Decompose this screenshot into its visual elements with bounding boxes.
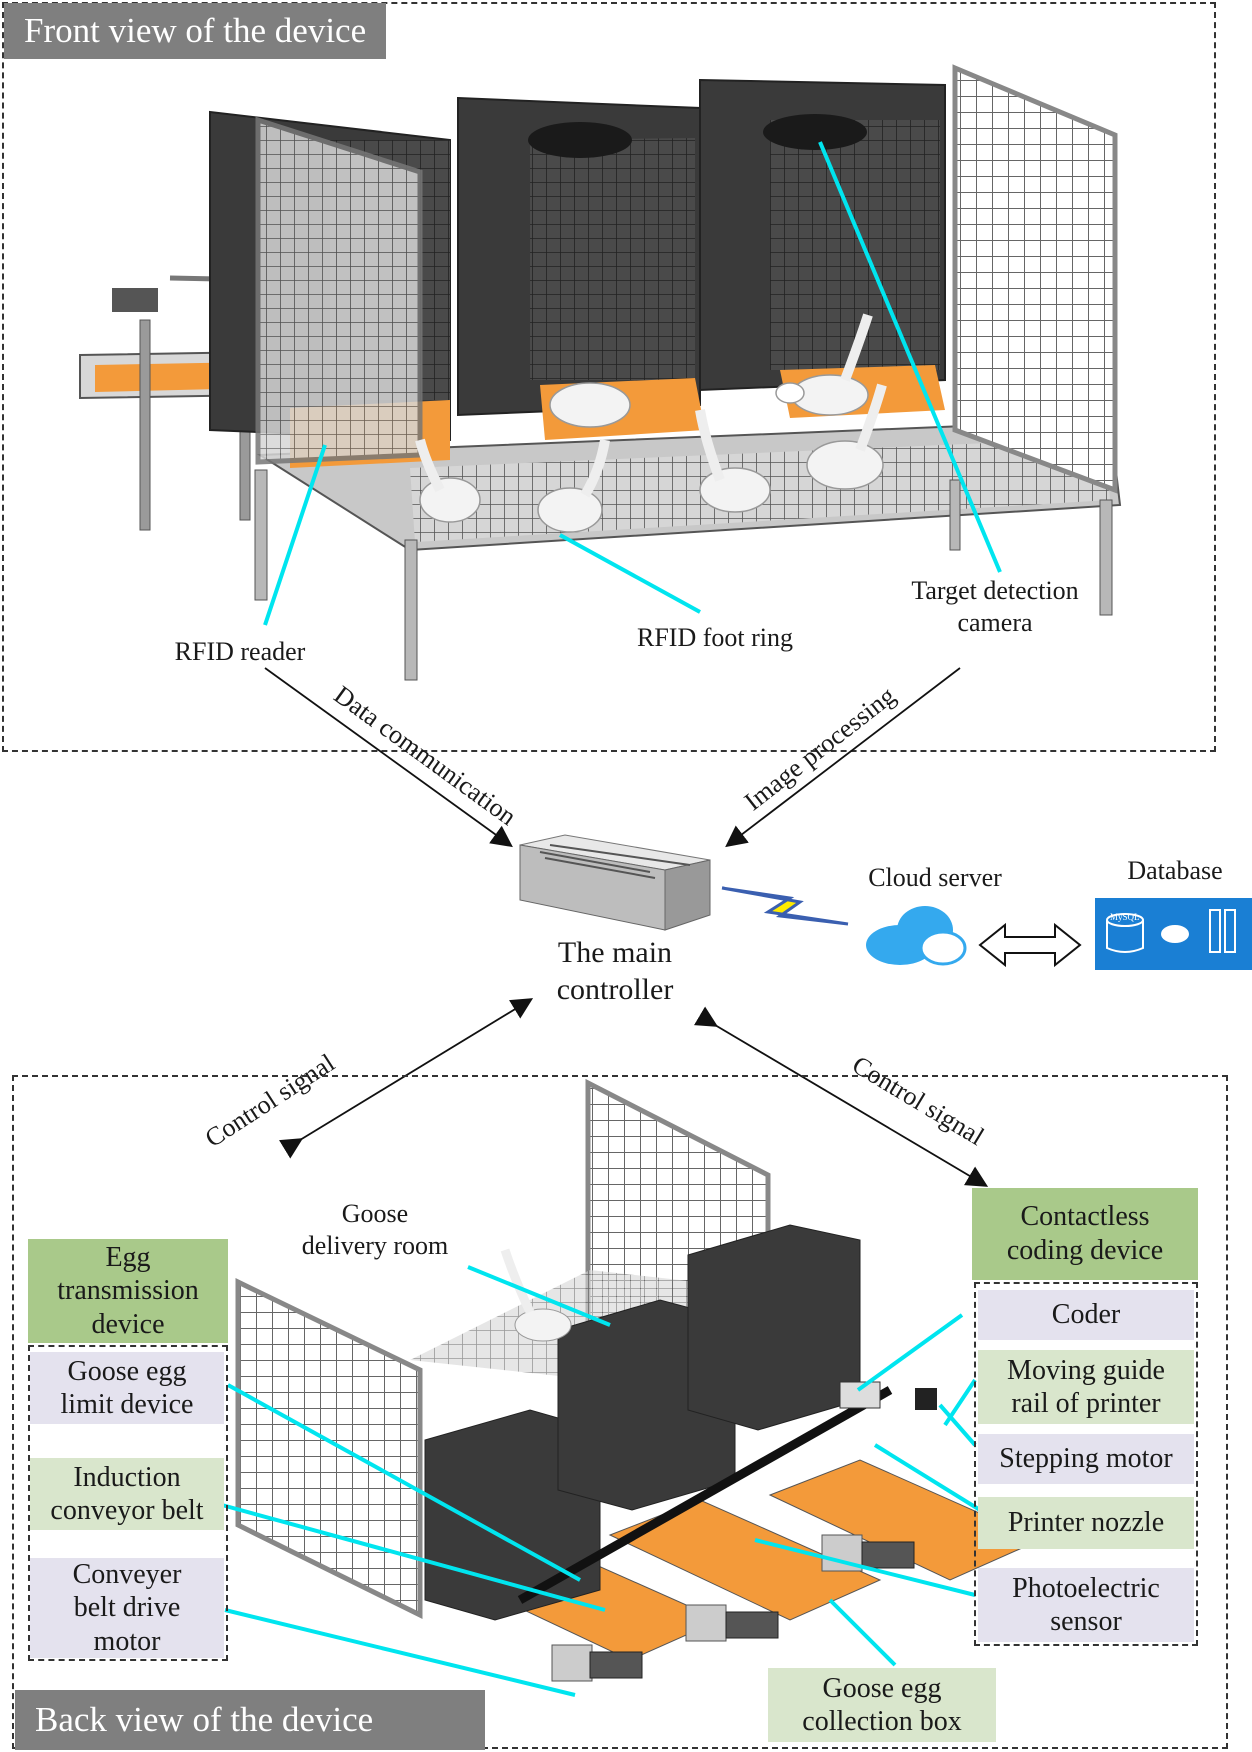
front-view-illustration [79,64,1122,681]
back-leader-lines [221,1265,982,1697]
egg-transmission-line2: transmission [57,1275,199,1307]
back-view-frame [12,1075,1228,1749]
rfid-reader-label: RFID reader [174,637,306,666]
goose-egg-collection-box-label: Goose egg collection box [768,1668,996,1742]
camera-label-line2: camera [957,607,1033,637]
photoelectric-sensor-box: Photoelectric sensor [978,1568,1194,1642]
induction-belt-line1: Induction [73,1461,181,1493]
collection-box-line2: collection box [802,1706,962,1737]
egg-transmission-line1: Egg [105,1241,151,1273]
egg-transmission-list-frame [28,1345,228,1661]
printer-nozzle-box: Printer nozzle [978,1497,1194,1549]
coder-line1: Coder [1051,1299,1121,1331]
coding-device-list-frame [974,1282,1198,1646]
database-mysql-text: MySQL [1110,912,1140,922]
goose-room-line1: Goose [341,1199,409,1228]
cloud-server-icon [866,906,967,966]
egg-transmission-header: Egg transmission device [28,1239,228,1343]
moving-guide-rail-box: Moving guide rail of printer [978,1350,1194,1424]
collection-box-line1: Goose egg [822,1672,942,1704]
database-label: Database [1127,856,1223,885]
limit-device-line2: limit device [60,1389,194,1420]
goose-delivery-room-label: Goose delivery room [280,1198,470,1261]
main-controller-label: The main controller [515,935,715,1008]
photoelectric-line2: sensor [1050,1606,1122,1637]
database-icon [1095,898,1252,970]
contactless-coding-header: Contactless coding device [972,1188,1198,1280]
induction-belt-line2: conveyor belt [50,1495,204,1526]
rfid-foot-ring-label: RFID foot ring [637,623,793,652]
main-controller-line1: The main [557,936,673,969]
main-controller-line2: controller [556,972,674,1006]
target-detection-camera-label: Target detection camera [880,575,1110,638]
photoelectric-line1: Photoelectric [1012,1572,1160,1604]
control-signal-right-arrow [694,1006,989,1187]
induction-conveyor-belt-box: Induction conveyor belt [30,1458,224,1530]
front-leader-lines [263,141,1002,626]
stepping-motor-box: Stepping motor [978,1434,1194,1484]
drive-motor-line1: Conveyer [72,1559,182,1591]
control-signal-left-arrow [279,998,534,1159]
coder-box: Coder [978,1290,1194,1340]
geese [415,313,887,533]
image-processing-arrow [725,667,961,848]
coding-header-line2: coding device [1006,1235,1164,1266]
stepping-motor-line1: Stepping motor [999,1443,1173,1475]
front-view-frame [2,2,1216,752]
goose-room-line2: delivery room [301,1230,449,1260]
side-grid-panel [952,64,1118,494]
drive-motor-line2: belt drive [73,1592,181,1624]
camera-label-line1: Target detection [911,576,1079,605]
goose-egg-limit-device-box: Goose egg limit device [30,1352,224,1424]
front-view-title: Front view of the device [4,3,387,59]
data-communication-arrow [264,667,513,848]
guide-rail-line2: rail of printer [1011,1388,1161,1419]
controller-device-icon [519,834,711,931]
drive-motor-line3: motor [93,1625,161,1657]
printer-nozzle-line1: Printer nozzle [1007,1507,1165,1539]
bidirectional-arrow-icon [978,922,1082,968]
back-view-title: Back view of the device [15,1690,485,1750]
cloud-server-label: Cloud server [868,863,1002,892]
coding-header-line1: Contactless [1020,1201,1150,1233]
guide-rail-line1: Moving guide [1007,1354,1165,1386]
limit-device-line1: Goose egg [67,1355,187,1387]
conveyer-belt-drive-motor-box: Conveyer belt drive motor [30,1558,224,1658]
wireless-bolt-icon [721,886,849,926]
egg-transmission-line3: device [91,1308,165,1340]
